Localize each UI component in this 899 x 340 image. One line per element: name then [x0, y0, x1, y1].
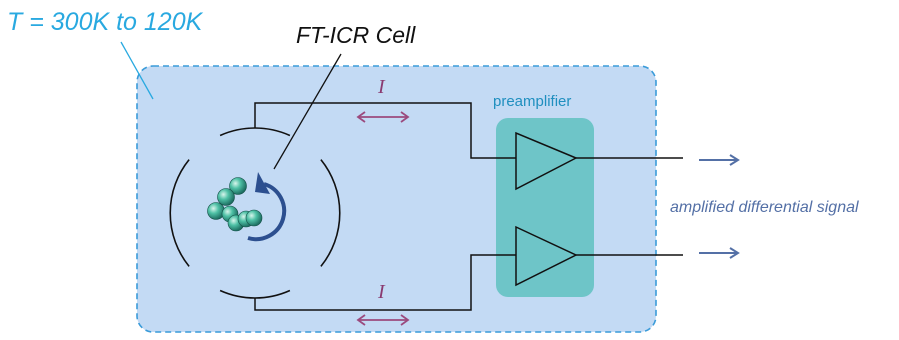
- right-arrow-icon-top: [699, 154, 740, 166]
- cell-label: FT-ICR Cell: [296, 22, 416, 48]
- wire-top: [254, 102, 516, 159]
- right-arrow-icon-bottom: [699, 247, 740, 259]
- icr-cell-electrodes: [169, 127, 341, 299]
- amplifier-triangle-icon-top: [515, 131, 578, 191]
- temperature-label: T = 300K to 120K: [7, 8, 204, 36]
- electrode-left: [169, 159, 190, 267]
- electrode-bottom: [219, 289, 291, 299]
- wire-bottom: [254, 254, 516, 311]
- current-label-top: I: [377, 76, 386, 98]
- current-label-bottom: I: [377, 281, 386, 303]
- amplifier-triangle-icon-bottom: [515, 225, 578, 287]
- temperature-leader-line: [120, 41, 154, 100]
- ion-cluster-icon: [207, 177, 263, 232]
- electrode-top: [219, 127, 291, 137]
- cell-leader-line: [273, 53, 342, 170]
- wires: [254, 102, 683, 311]
- double-arrow-icon-bottom: [356, 314, 410, 326]
- output-signal-label: amplified differential signal: [670, 199, 859, 216]
- preamplifier-label: preamplifier: [493, 93, 571, 110]
- double-arrow-icon-top: [356, 111, 410, 123]
- orbit-arrow-icon: [247, 172, 287, 242]
- electrode-right: [320, 159, 341, 267]
